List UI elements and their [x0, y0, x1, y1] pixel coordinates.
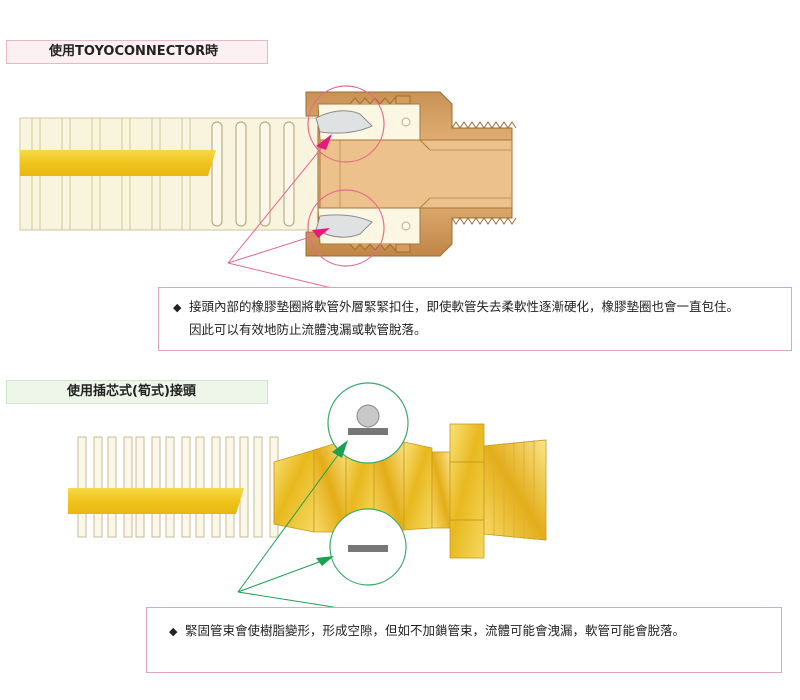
hose-2	[77, 436, 279, 538]
section1-note: ◆接頭內部的橡膠墊圈將軟管外層緊緊扣住，即使軟管失去柔軟性逐漸硬化，橡膠墊圈也會…	[158, 287, 792, 351]
detail-circle-ball	[327, 382, 409, 464]
detail-circle-flat	[329, 508, 407, 586]
callout-arrows-1	[227, 134, 341, 291]
section2-note-line-1: 緊固管束會使樹脂變形，形成空隙，但如不加鎖管束，流體可能會洩漏，軟管可能會脫落。	[185, 623, 686, 638]
section1-title: 使用TOYOCONNECTOR時	[6, 40, 268, 64]
barb-fitting	[273, 423, 547, 559]
bullet-marker: ◆	[173, 301, 182, 314]
section2-note: ◆ 緊固管束會使樹脂變形，形成空隙，但如不加鎖管束，流體可能會洩漏，軟管可能會脫落…	[146, 607, 782, 673]
connector-fitting	[305, 91, 517, 257]
bullet-marker: ◆	[169, 625, 178, 638]
detail-circle-top	[307, 85, 385, 163]
hose-inner-core	[20, 150, 216, 176]
callout-arrows-2	[237, 440, 391, 617]
hose2-inner-core	[68, 488, 244, 514]
section2-title: 使用插芯式(筍式)接頭	[6, 380, 268, 404]
section1-note-line-1: ◆接頭內部的橡膠墊圈將軟管外層緊緊扣住，即使軟管失去柔軟性逐漸硬化，橡膠墊圈也會…	[173, 296, 779, 319]
detail-circle-bottom	[307, 189, 385, 267]
section1-note-line-2: 因此可以有效地防止流體洩漏或軟管脫落。	[189, 322, 427, 337]
